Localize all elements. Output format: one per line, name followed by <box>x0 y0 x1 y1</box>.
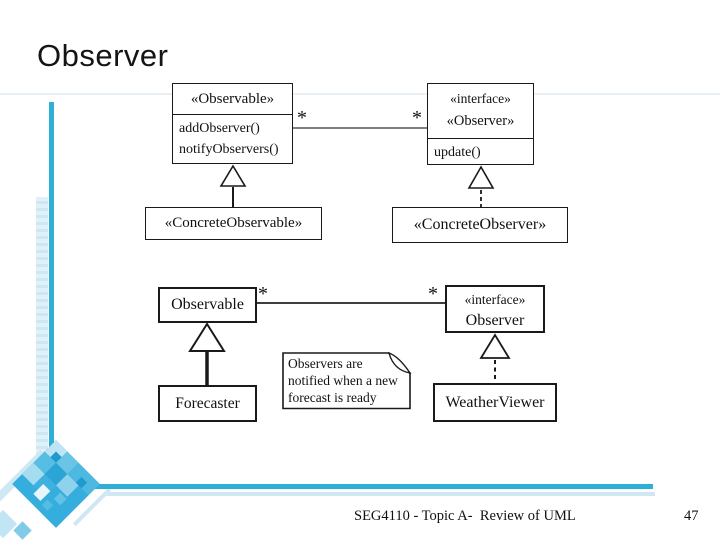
class-box-observer-interface-2: «interface» Observer <box>445 285 545 333</box>
multiplicity-label: * <box>428 283 438 305</box>
bottom-accent-dark-line <box>86 484 653 489</box>
page-title: Observer <box>37 38 169 73</box>
class-name: Observable <box>171 296 244 313</box>
note-fold-icon <box>388 352 412 374</box>
class-name: «ConcreteObserver» <box>413 216 547 233</box>
class-method: update() <box>434 145 481 160</box>
title-divider-line <box>0 93 720 95</box>
multiplicity-label: * <box>258 283 268 305</box>
class-box-observable-2: Observable <box>158 287 257 323</box>
class-name: WeatherViewer <box>445 393 545 411</box>
class-box-concrete-observer: «ConcreteObserver» <box>392 207 568 243</box>
class-stereotype: «interface» <box>450 91 511 106</box>
multiplicity-label: * <box>412 107 422 129</box>
class-box-weatherviewer: WeatherViewer <box>433 383 557 422</box>
class-name: Observer <box>465 312 525 329</box>
class-method: notifyObservers() <box>179 142 279 157</box>
realization-arrowhead <box>467 165 495 189</box>
slide-page-number: 47 <box>684 508 699 524</box>
class-box-observer-interface: «interface» «Observer» update() <box>427 83 534 165</box>
class-name: «ConcreteObservable» <box>164 215 303 231</box>
class-method: addObserver() <box>179 121 260 136</box>
inheritance-arrowhead <box>188 322 226 352</box>
class-name: «Observer» <box>446 113 515 129</box>
uml-note: Observers are notified when a new foreca… <box>282 352 412 410</box>
note-outline <box>282 352 412 410</box>
bottom-accent-light-line <box>106 492 655 496</box>
note-text: Observers are notified when a new foreca… <box>288 356 398 405</box>
class-name: Forecaster <box>175 394 240 412</box>
left-accent-dark-line <box>49 102 54 447</box>
multiplicity-label: * <box>297 107 307 129</box>
footer-course-label: SEG4110 - Topic A- Review of UML <box>354 508 576 524</box>
inheritance-arrowhead <box>219 164 247 187</box>
left-accent-light-band <box>36 197 48 455</box>
class-box-concrete-observable: «ConcreteObservable» <box>145 207 322 240</box>
class-stereotype: «interface» <box>464 292 526 307</box>
class-box-forecaster: Forecaster <box>158 385 257 422</box>
class-box-observable: «Observable» addObserver() notifyObserve… <box>172 83 293 164</box>
class-name: «Observable» <box>173 84 292 115</box>
realization-arrowhead <box>479 333 511 359</box>
